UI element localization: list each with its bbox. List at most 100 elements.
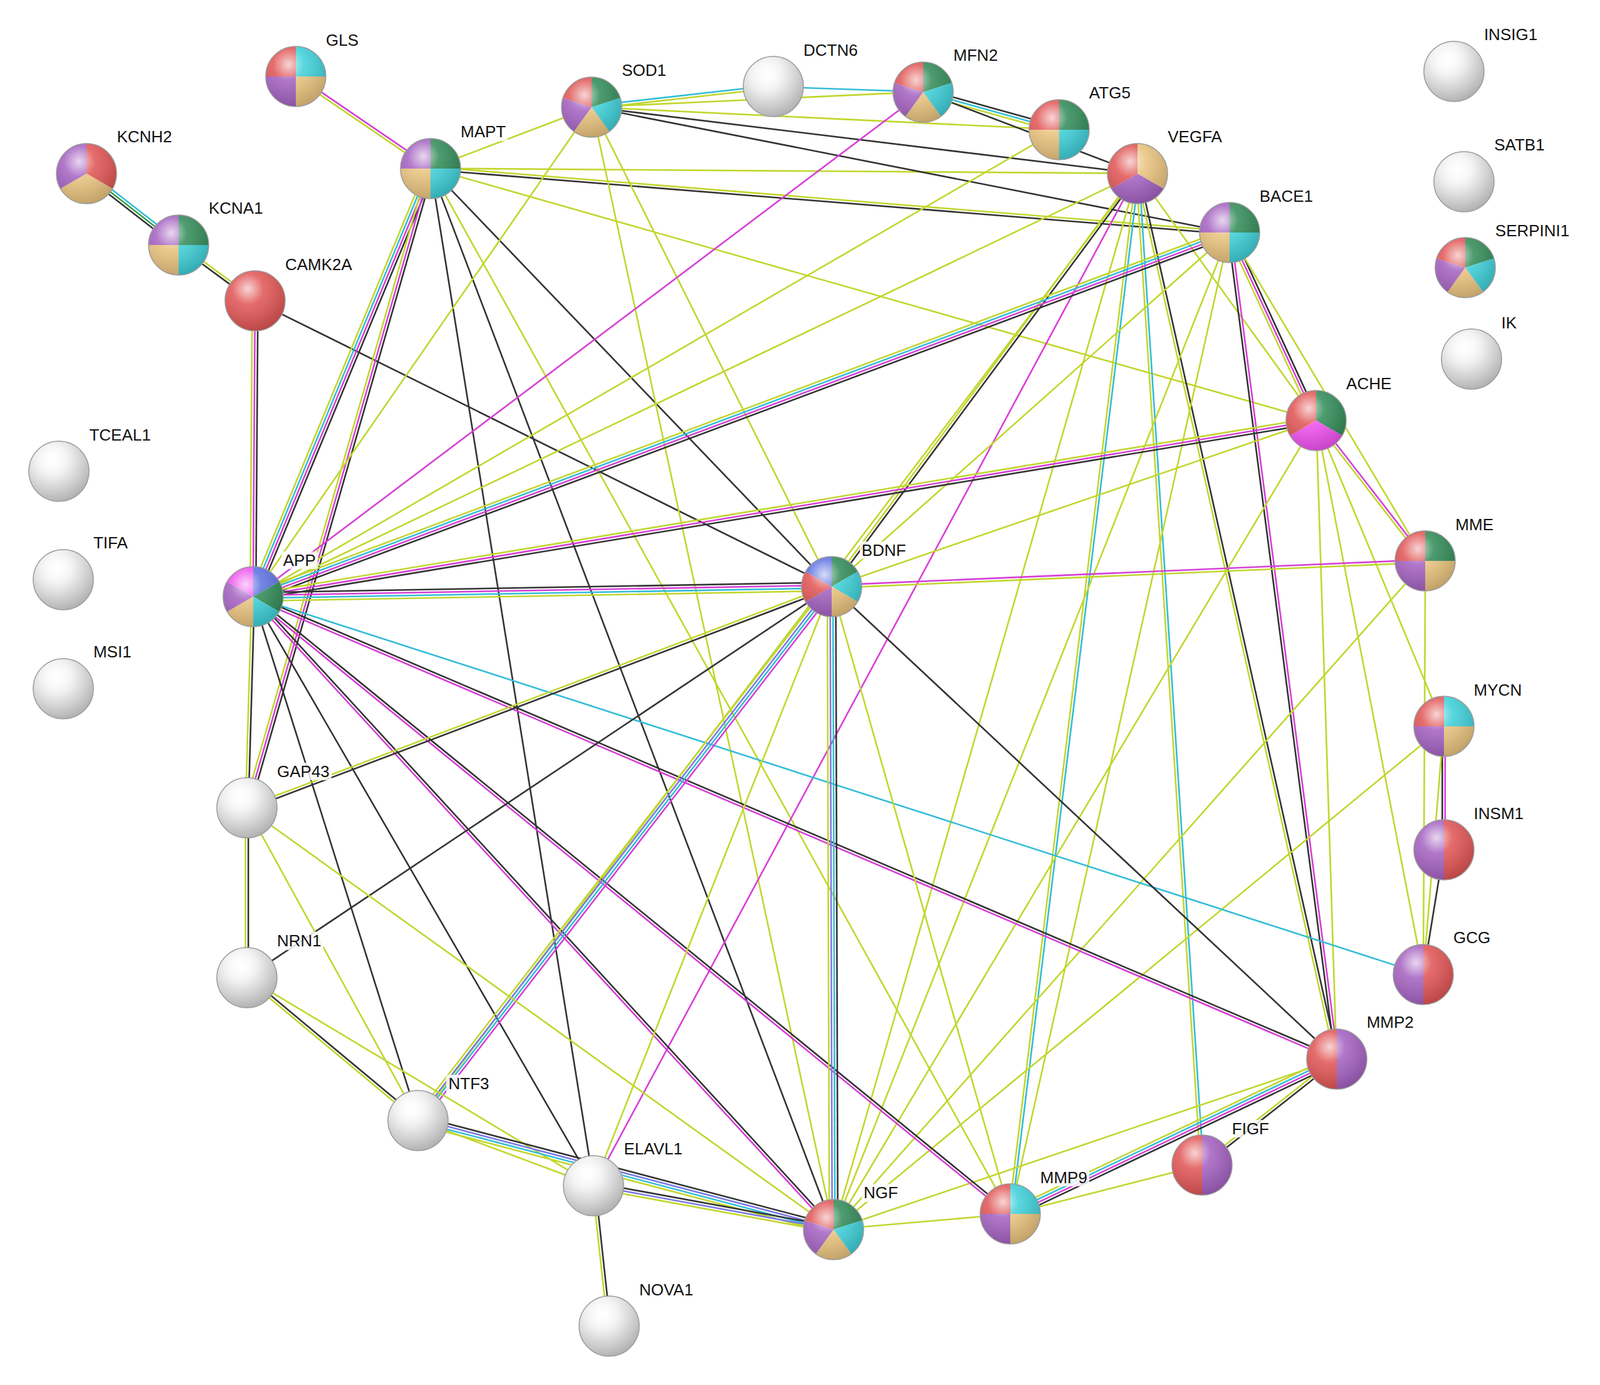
interaction-edge: [459, 169, 1201, 232]
protein-node: FIGF: [1170, 1133, 1234, 1197]
interaction-edge: [604, 613, 821, 1159]
evidence-line: [436, 610, 815, 1099]
interaction-edge: [250, 329, 259, 568]
interaction-edge: [619, 112, 1201, 227]
evidence-line: [836, 615, 838, 1201]
evidence-line: [844, 259, 1219, 1203]
evidence-line: [440, 195, 823, 1203]
protein-label: MMP9: [1038, 1168, 1090, 1187]
evidence-line: [848, 444, 1302, 1205]
protein-label: GAP43: [275, 762, 332, 781]
protein-node: MAPT: [399, 137, 462, 200]
protein-node: DCTN6: [742, 55, 805, 118]
evidence-line: [1244, 257, 1411, 537]
interaction-edge: [844, 259, 1219, 1203]
protein-label: NRN1: [275, 931, 324, 951]
interaction-edge: [847, 195, 1122, 565]
evidence-line: [446, 1126, 807, 1221]
interaction-edge: [595, 1213, 608, 1298]
interaction-edge: [1231, 261, 1335, 1031]
interaction-edge: [852, 606, 1316, 1040]
protein-label: SERPINI1: [1493, 221, 1572, 241]
protein-node: MME: [1393, 529, 1457, 593]
protein-label: ATG5: [1087, 83, 1133, 103]
evidence-line: [858, 429, 1289, 578]
evidence-line: [278, 609, 1310, 1049]
evidence-line: [261, 624, 410, 1093]
protein-label: ACHE: [1344, 374, 1394, 393]
evidence-line: [459, 169, 1201, 229]
protein-label: NGF: [861, 1183, 900, 1203]
interaction-edge: [861, 1068, 1310, 1221]
interaction-edge: [841, 201, 1130, 1203]
evidence-line: [459, 168, 1109, 173]
interaction-edge: [275, 109, 900, 580]
node-sphere: [1198, 201, 1261, 264]
protein-label: KCNH2: [114, 127, 174, 147]
evidence-line: [445, 1128, 806, 1224]
protein-label: CAMK2A: [283, 255, 355, 274]
interaction-edge: [856, 744, 1423, 1211]
evidence-line: [109, 191, 157, 227]
protein-label: VEGFA: [1165, 127, 1224, 147]
interaction-edge: [848, 444, 1302, 1205]
evidence-line: [202, 260, 233, 283]
interaction-edge: [270, 602, 808, 962]
protein-node: SERPINI1: [1433, 236, 1497, 299]
interaction-edge: [280, 422, 1288, 595]
evidence-line: [1441, 755, 1444, 821]
evidence-line: [1036, 1072, 1312, 1204]
evidence-line: [1444, 755, 1447, 821]
evidence-line: [256, 329, 259, 568]
node-sphere: [55, 142, 118, 205]
interaction-edge: [457, 117, 565, 158]
interaction-edge: [245, 836, 249, 949]
node-sphere: [1027, 98, 1091, 162]
interaction-edge: [278, 186, 1112, 585]
evidence-line: [1234, 261, 1335, 1031]
node-sphere: [27, 439, 91, 503]
evidence-line: [244, 836, 247, 949]
evidence-line: [1231, 261, 1332, 1031]
node-sphere: [577, 1294, 641, 1358]
protein-node: KCNH2: [55, 142, 118, 205]
protein-label: MSI1: [91, 643, 134, 662]
protein-label: IK: [1499, 313, 1520, 333]
evidence-line: [1427, 878, 1439, 947]
evidence-line: [278, 144, 1035, 583]
node-sphere: [1412, 695, 1476, 758]
evidence-line: [246, 625, 251, 780]
protein-node: NGF: [802, 1198, 865, 1261]
evidence-line: [856, 744, 1423, 1211]
node-sphere: [1412, 818, 1476, 882]
evidence-line: [595, 1214, 605, 1298]
protein-label: GLS: [324, 31, 361, 50]
protein-label: TIFA: [91, 533, 130, 553]
evidence-line: [1034, 1067, 1309, 1198]
evidence-line: [282, 428, 1289, 596]
evidence-line: [278, 238, 1201, 583]
interaction-edge: [839, 614, 1003, 1187]
protein-node: GLS: [264, 45, 328, 108]
interaction-edge: [1442, 755, 1446, 821]
protein-node: BACE1: [1198, 201, 1261, 264]
interaction-edge: [434, 196, 590, 1157]
protein-label: KCNA1: [206, 199, 266, 218]
evidence-line: [279, 241, 1203, 586]
evidence-line: [273, 595, 805, 797]
evidence-line: [280, 243, 1204, 588]
interaction-edge: [268, 994, 398, 1103]
evidence-line: [852, 606, 1316, 1040]
evidence-line: [621, 1193, 805, 1227]
node-sphere: [802, 1198, 865, 1261]
interaction-edge: [1012, 201, 1136, 1186]
evidence-line: [1239, 260, 1302, 396]
protein-node: NRN1: [215, 946, 279, 1010]
evidence-line: [830, 615, 833, 1201]
evidence-line: [274, 616, 988, 1198]
node-sphere: [891, 60, 955, 124]
node-sphere: [215, 946, 279, 1010]
node-sphere: [1393, 529, 1457, 593]
evidence-line: [619, 112, 1201, 227]
